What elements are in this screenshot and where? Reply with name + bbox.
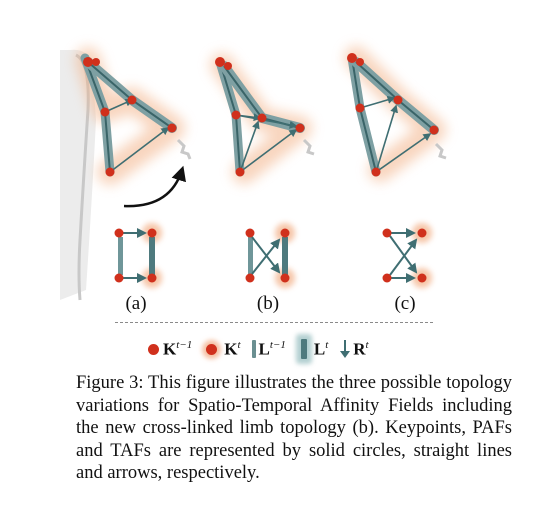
arm-c [344,46,447,182]
topology-c [382,223,432,288]
limb-prev-icon [251,340,256,358]
subfigure-label-c: (c) [394,293,416,314]
keypoints-c [347,53,439,177]
motion-arrow [123,165,186,208]
legend-limb-prev: Lt−1 [251,339,286,360]
subfigure-label-a: (a) [125,293,147,314]
dashed-divider [115,322,433,323]
keypoint-prev-icon [148,343,159,355]
figure-legend: Kt−1 Kt Lt−1 Lt Rt [148,337,380,361]
keypoints-b [215,57,305,177]
down-arrow-icon [340,340,351,358]
limb-curr-icon [300,339,307,359]
figure-caption: Figure 3: This figure illustrates the th… [76,373,512,483]
arm-b [210,53,315,184]
figure-illustration [60,46,447,301]
keypoints-a [83,57,177,177]
topology-a [114,223,162,288]
keypoint-curr-icon [206,343,218,355]
subfigure-label-b: (b) [256,293,280,314]
topology-b [245,223,295,288]
arm-a [75,47,192,185]
legend-keypoint-curr: Kt [203,339,241,360]
legend-temporal-arrow: Rt [339,339,369,360]
legend-keypoint-prev: Kt−1 [148,339,192,360]
legend-limb-curr: Lt [297,339,328,360]
